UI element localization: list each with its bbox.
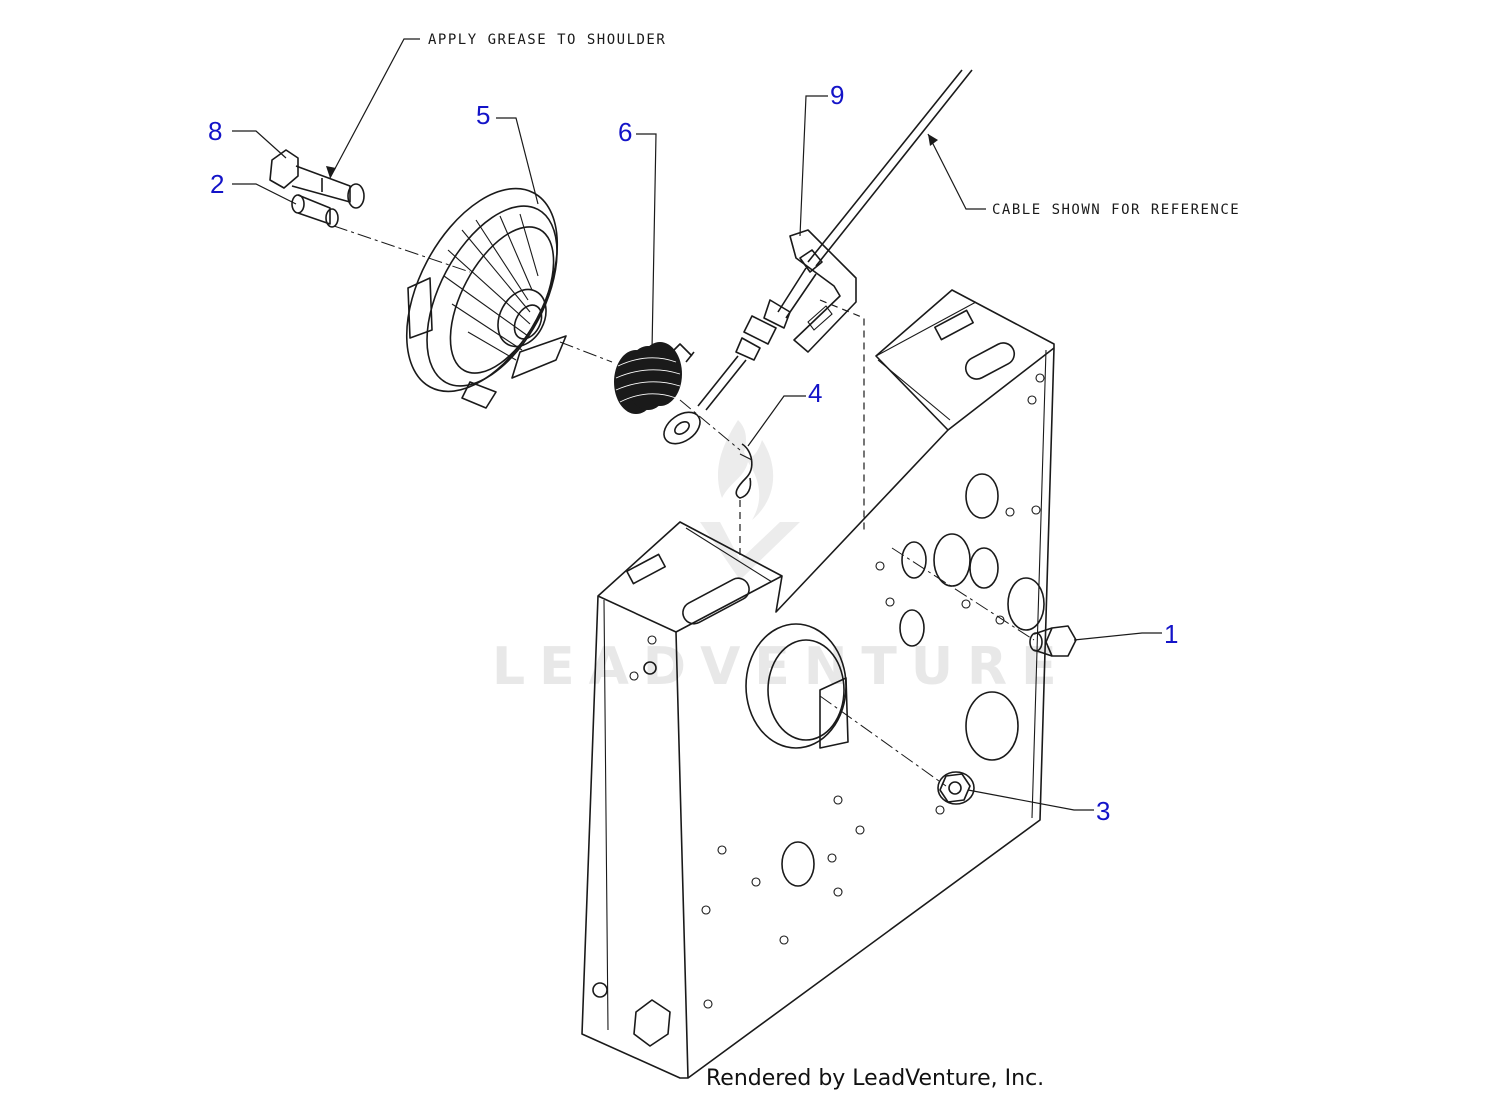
callout-6[interactable]: 6 bbox=[618, 117, 632, 147]
footer-credit: Rendered by LeadVenture, Inc. bbox=[706, 1066, 1044, 1091]
callout-9[interactable]: 9 bbox=[830, 80, 844, 110]
callout-2[interactable]: 2 bbox=[210, 169, 224, 199]
callout-3[interactable]: 3 bbox=[1096, 796, 1110, 826]
flange-nut bbox=[937, 771, 975, 805]
cable-bracket bbox=[789, 229, 857, 353]
callout-8[interactable]: 8 bbox=[208, 116, 222, 146]
watermark-v-mark-icon bbox=[700, 522, 800, 580]
hidden-lines bbox=[739, 299, 865, 560]
grease-note: APPLY GREASE TO SHOULDER bbox=[428, 32, 666, 48]
leader-lines bbox=[232, 38, 1162, 811]
callout-5[interactable]: 5 bbox=[476, 100, 490, 130]
hairpin-clip bbox=[735, 443, 753, 499]
control-cable bbox=[663, 69, 973, 445]
watermark-text: LEADVENTURE bbox=[492, 637, 1071, 697]
watermark-flame-icon bbox=[717, 420, 774, 520]
callout-4[interactable]: 4 bbox=[808, 378, 822, 408]
clevis-pin bbox=[269, 149, 365, 209]
shoulder-pin bbox=[291, 194, 339, 228]
assembly-centerlines bbox=[333, 225, 1035, 787]
watermark: LEADVENTURE bbox=[492, 420, 1071, 697]
cable-note: CABLE SHOWN FOR REFERENCE bbox=[992, 202, 1240, 218]
torsion-spring bbox=[614, 342, 695, 414]
bearing-hub bbox=[745, 623, 849, 749]
callout-1[interactable]: 1 bbox=[1164, 619, 1178, 649]
callouts: 1 2 3 4 5 6 8 9 bbox=[208, 80, 1178, 826]
mounting-bracket bbox=[581, 289, 1055, 1079]
pulley bbox=[405, 187, 567, 409]
